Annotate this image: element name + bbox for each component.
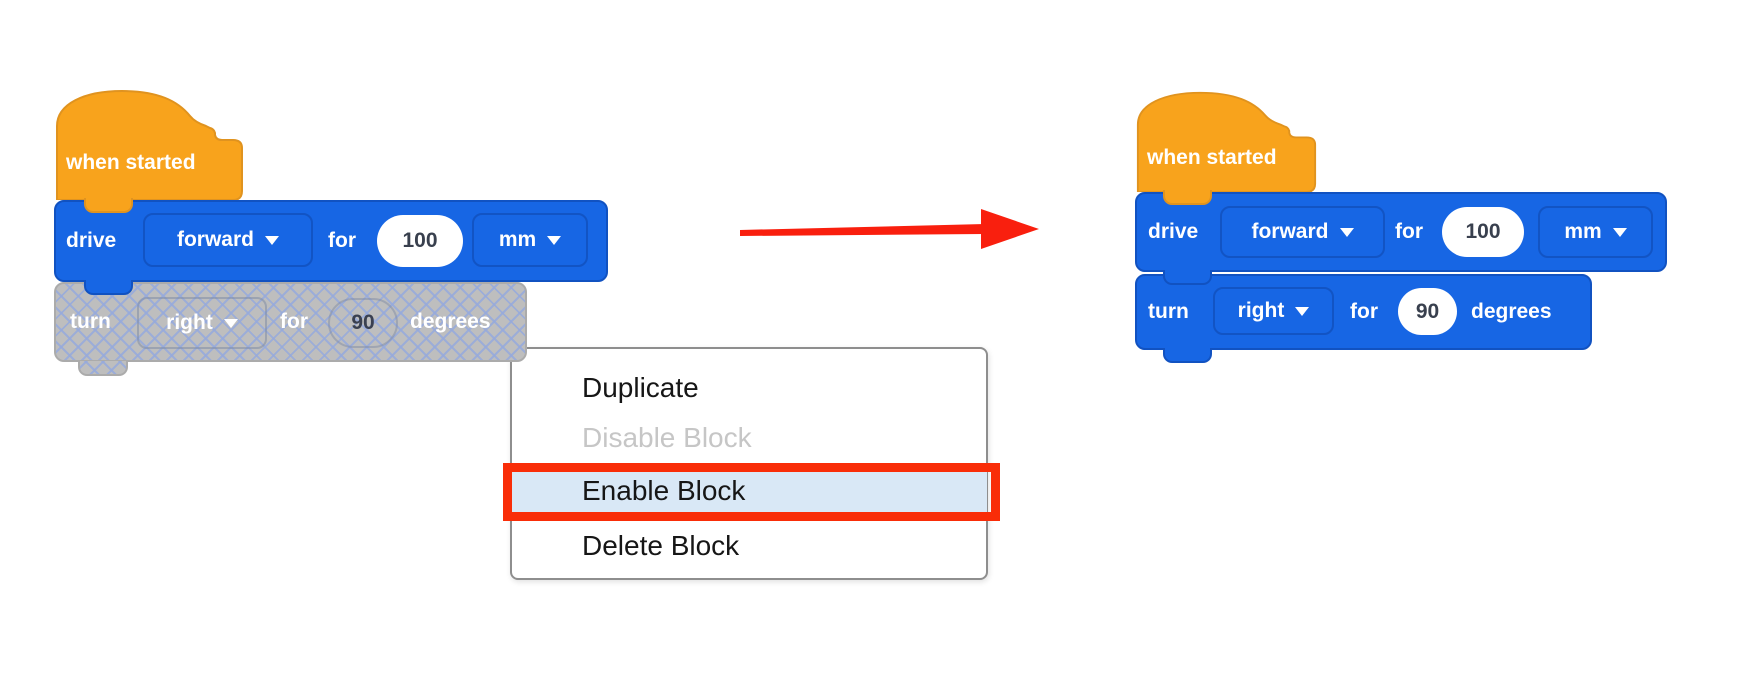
drive-direction-value: forward	[176, 228, 254, 251]
dropdown-caret-icon	[547, 235, 562, 245]
drive-for-label: for	[328, 229, 356, 252]
dropdown-caret-icon	[1339, 227, 1354, 237]
dropdown-caret-icon	[1612, 227, 1627, 237]
transition-arrow	[740, 209, 1039, 249]
turn-direction-dropdown[interactable]: right	[1213, 287, 1334, 335]
drive-direction-dropdown[interactable]: forward	[1220, 206, 1385, 258]
turn-for-label: for	[1350, 300, 1378, 323]
turn-direction-value: right	[166, 311, 213, 334]
turn-block-bottom-nub	[78, 361, 128, 376]
hat-block-bottom-nub	[1163, 190, 1212, 205]
turn-verb-label: turn	[70, 310, 111, 333]
drive-unit-dropdown[interactable]: mm	[472, 213, 588, 267]
turn-direction-value: right	[1237, 299, 1285, 322]
drive-for-label: for	[1395, 220, 1423, 243]
drive-verb-label: drive	[66, 229, 117, 252]
context-menu-selection-highlight	[512, 472, 987, 513]
drive-unit-value: mm	[498, 228, 537, 251]
turn-unit-label: degrees	[1471, 300, 1552, 323]
hat-block-label: when started	[1147, 146, 1277, 169]
dropdown-caret-icon	[265, 235, 279, 245]
turn-block-bottom-nub	[1163, 348, 1212, 363]
drive-direction-value: forward	[1251, 220, 1329, 243]
drive-unit-dropdown[interactable]: mm	[1538, 206, 1653, 258]
drive-block[interactable]	[1135, 192, 1667, 272]
menu-item-disable-block: Disable Block	[582, 422, 752, 453]
turn-angle-input[interactable]: 90	[1398, 288, 1457, 335]
turn-block[interactable]	[1135, 274, 1592, 350]
when-started-hat-block[interactable]	[54, 88, 245, 200]
hat-block-bottom-nub	[84, 198, 133, 213]
turn-unit-label: degrees	[410, 310, 491, 333]
drive-verb-label: drive	[1148, 220, 1199, 243]
turn-block-disabled[interactable]	[54, 282, 527, 362]
dropdown-caret-icon	[1295, 306, 1310, 316]
hat-block-label: when started	[66, 151, 196, 174]
menu-item-enable-block[interactable]: Enable Block	[582, 475, 746, 506]
drive-distance-input[interactable]: 100	[1442, 207, 1524, 257]
when-started-hat-block[interactable]	[1135, 90, 1318, 192]
drive-unit-value: mm	[1564, 220, 1602, 243]
turn-angle-input[interactable]: 90	[328, 298, 398, 348]
turn-for-label: for	[280, 310, 308, 333]
turn-direction-dropdown[interactable]: right	[137, 297, 267, 349]
turn-verb-label: turn	[1148, 300, 1189, 323]
drive-distance-input[interactable]: 100	[377, 215, 463, 267]
drive-block-bottom-nub	[1163, 270, 1212, 285]
drive-direction-dropdown[interactable]: forward	[143, 213, 313, 267]
dropdown-caret-icon	[223, 318, 238, 328]
drive-block-bottom-nub	[84, 280, 133, 295]
menu-item-duplicate[interactable]: Duplicate	[582, 372, 699, 403]
menu-item-delete-block[interactable]: Delete Block	[582, 530, 740, 561]
